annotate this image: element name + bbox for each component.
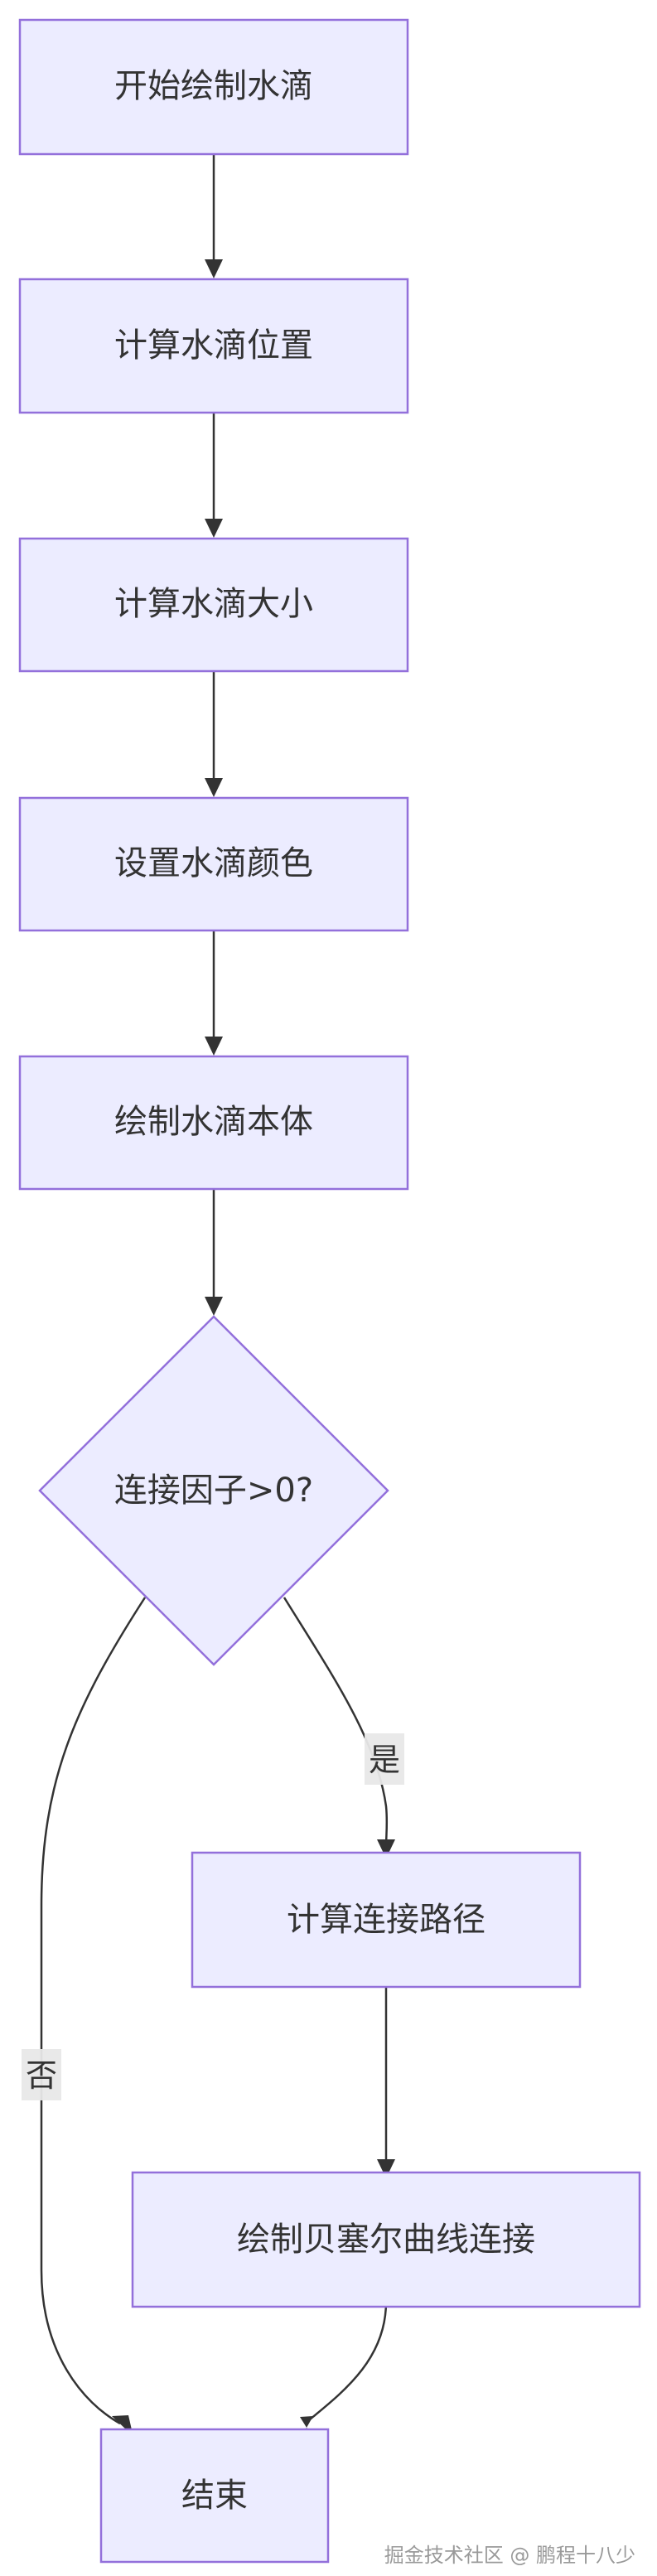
node-draw-bezier-label: 绘制贝塞尔曲线连接 <box>237 2221 535 2259</box>
arrowhead-body <box>205 1037 223 1056</box>
node-draw-bezier: 绘制贝塞尔曲线连接 <box>131 2171 641 2308</box>
arrowhead-calc-path <box>377 1839 395 1858</box>
edge-label-yes-text: 是 <box>369 1742 400 1778</box>
arrowhead-decision <box>205 1297 223 1316</box>
node-calc-position-label: 计算水滴位置 <box>114 326 313 365</box>
node-set-color-label: 设置水滴颜色 <box>114 844 313 882</box>
node-start-label: 开始绘制水滴 <box>114 67 313 105</box>
node-end: 结束 <box>99 2428 330 2564</box>
node-calc-size-label: 计算水滴大小 <box>114 585 313 623</box>
node-calc-position: 计算水滴位置 <box>18 278 409 414</box>
node-set-color: 设置水滴颜色 <box>18 796 409 932</box>
node-decision: 连接因子>0? <box>38 1315 389 1666</box>
node-calc-path-label: 计算连接路径 <box>287 1901 486 1939</box>
edge-bezier-to-end <box>304 2301 388 2424</box>
node-draw-body-label: 绘制水滴本体 <box>114 1103 313 1141</box>
arrowhead-end-yes <box>300 2416 313 2433</box>
node-decision-label: 连接因子>0? <box>114 1472 313 1510</box>
arrowhead-bezier <box>377 2159 395 2178</box>
edge-label-yes: 是 <box>365 1733 404 1785</box>
arrowhead-position <box>205 259 223 278</box>
edge-label-no-text: 否 <box>26 2057 57 2094</box>
edge-decision-no <box>40 1597 147 2425</box>
arrowhead-size <box>205 519 223 538</box>
node-calc-size: 计算水滴大小 <box>18 537 409 673</box>
watermark: 掘金技术社区 @ 鹏程十八少 <box>384 2544 635 2567</box>
edges <box>40 154 389 2425</box>
arrowheads <box>112 259 395 2433</box>
node-draw-body: 绘制水滴本体 <box>18 1055 409 1191</box>
edge-label-no: 否 <box>22 2049 61 2100</box>
node-calc-path: 计算连接路径 <box>191 1851 582 1989</box>
node-end-label: 结束 <box>181 2477 248 2515</box>
arrowhead-color <box>205 778 223 797</box>
node-start: 开始绘制水滴 <box>18 18 409 156</box>
edge-decision-yes <box>283 1597 389 1849</box>
